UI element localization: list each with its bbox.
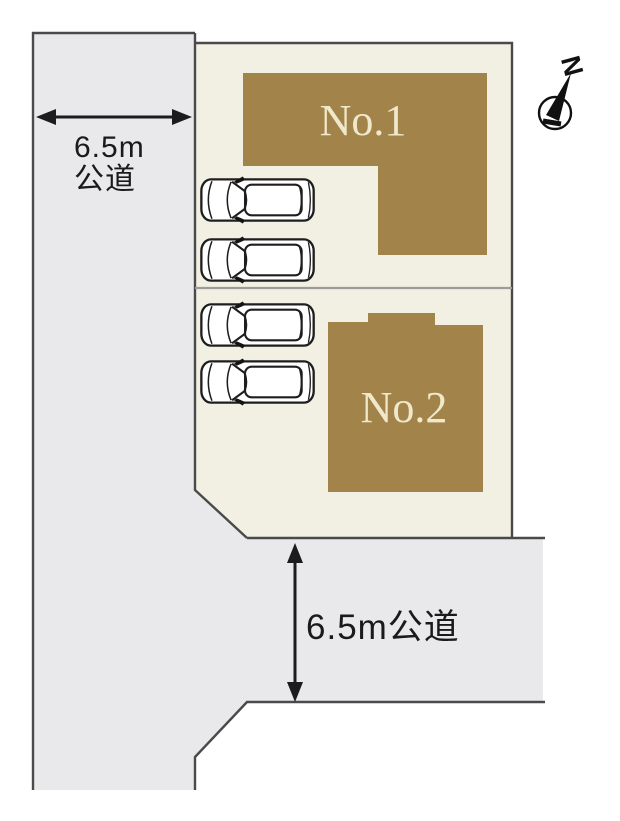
west-road-dimension-arrow: [36, 109, 192, 125]
building-no1: [243, 73, 487, 255]
building-no2: [328, 313, 483, 492]
south-road-label: 6.5m公道: [306, 608, 460, 647]
car-icon-4: [200, 358, 315, 406]
south-road-dimension-arrow: [287, 543, 303, 702]
west-road-width-text: 6.5m: [74, 131, 145, 164]
west-road-label: 6.5m 公道: [74, 132, 145, 196]
boundary-lines: [31, 31, 545, 790]
building-no2-label: No.2: [360, 383, 448, 432]
road-surface: [33, 33, 543, 790]
car-icon-1: [200, 176, 315, 224]
west-road-type-text: 公道: [74, 163, 136, 196]
car-icon-2: [200, 236, 315, 284]
compass-circle: [537, 95, 573, 131]
car-icon-3: [200, 301, 315, 349]
north-needle-icon: [546, 73, 571, 121]
compass: [537, 73, 573, 131]
building-no1-label: No.1: [319, 96, 407, 145]
